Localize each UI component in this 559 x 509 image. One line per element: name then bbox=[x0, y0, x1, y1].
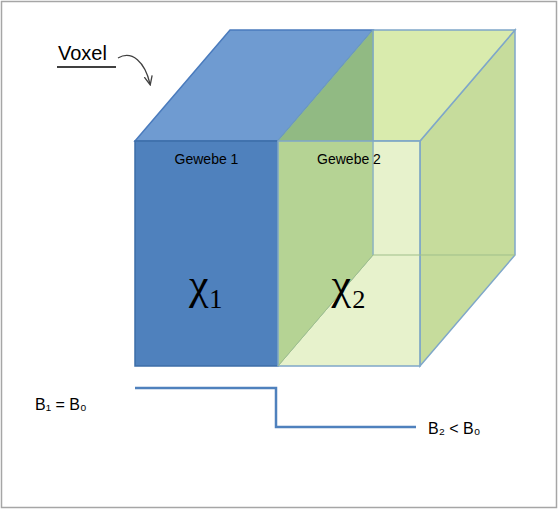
hidden-edge bbox=[373, 30, 374, 255]
field-label: B₂ < B₀ bbox=[428, 420, 480, 438]
tissue-region: Gewebe 1 χ₁ bbox=[135, 141, 278, 366]
field-profile bbox=[135, 388, 416, 427]
front-face-tissue-1 bbox=[135, 141, 278, 366]
field-label: B₁ = B₀ bbox=[35, 396, 87, 414]
hidden-edge bbox=[373, 255, 515, 256]
susceptibility-symbol: χ₂ bbox=[278, 259, 420, 310]
leader-arrow bbox=[118, 56, 150, 84]
tissue-name: Gewebe 2 bbox=[278, 151, 420, 167]
susceptibility-symbol: χ₁ bbox=[135, 259, 278, 310]
label-underline bbox=[57, 66, 116, 67]
tissue-name: Gewebe 1 bbox=[135, 151, 278, 167]
figure-label: Voxel bbox=[58, 42, 107, 65]
front-face-tissue-2 bbox=[278, 141, 420, 366]
tissue-region: Gewebe 2 χ₂ bbox=[278, 141, 420, 366]
